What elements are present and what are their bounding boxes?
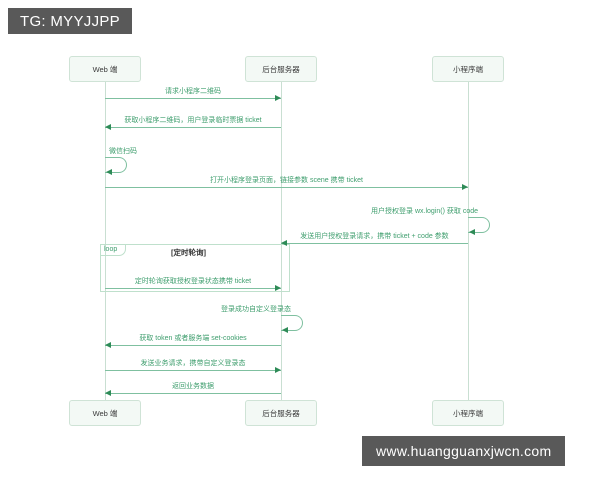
loop-fragment-condition: [定时轮询] (171, 248, 206, 257)
participant-box-server-bottom: 后台服务器 (245, 400, 317, 426)
message-label-9: 获取 token 或者服务端 set-cookies (139, 335, 247, 342)
message-arrowhead-3 (106, 169, 112, 175)
message-label-1: 请求小程序二维码 (165, 88, 221, 95)
participant-label: 小程序端 (453, 64, 483, 74)
message-arrowhead-7 (275, 285, 281, 291)
message-line-7 (105, 288, 281, 289)
message-arrowhead-10 (275, 367, 281, 373)
message-label-5: 用户授权登录 wx.login() 获取 code (371, 208, 478, 215)
participant-label: 后台服务器 (262, 64, 300, 74)
message-label-4: 打开小程序登录页面，链接参数 scene 携带 ticket (210, 177, 363, 184)
self-message-loop-8 (281, 315, 303, 331)
message-arrowhead-4 (462, 184, 468, 190)
message-label-3: 微信扫码 (109, 148, 137, 155)
message-arrowhead-5 (469, 229, 475, 235)
message-line-4 (105, 187, 468, 188)
site-watermark-badge: www.huangguanxjwcn.com (362, 436, 566, 466)
self-message-loop-5 (468, 217, 490, 233)
message-label-7: 定时轮询获取授权登录状态携带 ticket (134, 278, 252, 285)
message-arrowhead-11 (105, 390, 111, 396)
message-line-2 (105, 127, 281, 128)
participant-label: Web 端 (92, 408, 118, 418)
self-message-loop-3 (105, 157, 127, 173)
message-label-10: 发送业务请求，携带自定义登录态 (140, 360, 246, 367)
participant-box-miniapp-top: 小程序端 (432, 56, 504, 82)
message-arrowhead-1 (275, 95, 281, 101)
message-line-9 (105, 345, 281, 346)
participant-label: 小程序端 (453, 408, 483, 418)
message-arrowhead-9 (105, 342, 111, 348)
participant-box-miniapp-bottom: 小程序端 (432, 400, 504, 426)
loop-fragment (100, 244, 290, 292)
participant-label: 后台服务器 (262, 408, 300, 418)
message-line-1 (105, 98, 281, 99)
tg-watermark-badge: TG: MYYJJPP (8, 8, 132, 34)
message-line-10 (105, 370, 281, 371)
message-label-6: 发送用户授权登录请求，携带 ticket + code 参数 (300, 233, 449, 240)
loop-fragment-tag: loop (100, 244, 126, 256)
participant-label: Web 端 (92, 64, 118, 74)
message-arrowhead-6 (281, 240, 287, 246)
message-arrowhead-2 (105, 124, 111, 130)
message-line-11 (105, 393, 281, 394)
lifeline-miniapp (468, 82, 469, 400)
message-line-6 (281, 243, 468, 244)
message-label-11: 返回业务数据 (172, 383, 214, 390)
participant-box-web-bottom: Web 端 (69, 400, 141, 426)
participant-box-server-top: 后台服务器 (245, 56, 317, 82)
participant-box-web-top: Web 端 (69, 56, 141, 82)
lifeline-web (105, 82, 106, 400)
message-label-8: 登录成功自定义登录态 (221, 306, 291, 313)
message-arrowhead-8 (282, 327, 288, 333)
message-label-2: 获取小程序二维码，用户登录临时票据 ticket (124, 117, 262, 124)
